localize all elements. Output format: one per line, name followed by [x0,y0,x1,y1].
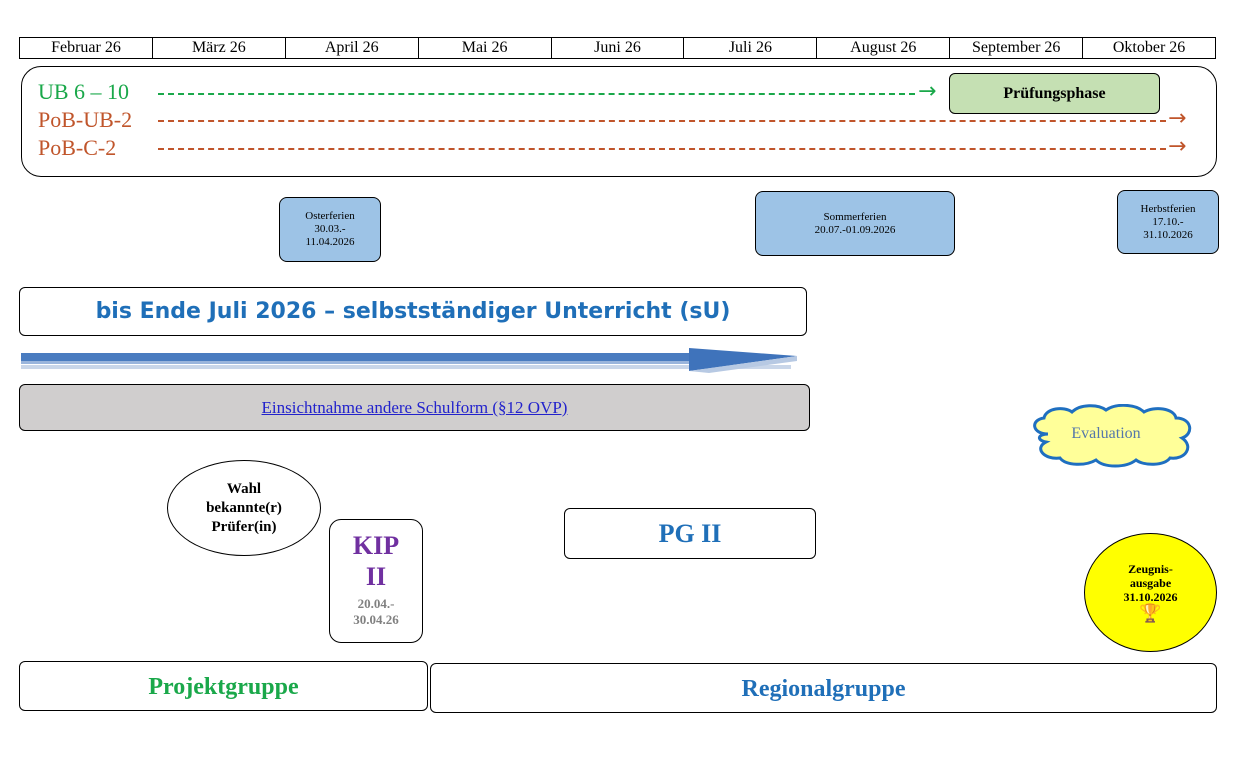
zeugnis-date: 31.10.2026 [1123,589,1178,604]
holiday-herbstferien: Herbstferien 17.10.- 31.10.2026 [1117,190,1219,254]
kip-date: 30.04.26 [353,612,399,627]
arrow-right-icon: → [918,79,937,104]
kip-date: 20.04.- [357,596,395,611]
timeline-arrow [21,348,797,373]
evaluation-label: Evaluation [1071,425,1141,442]
evaluation-cloud [1033,404,1192,468]
month-cell: Oktober 26 [1082,38,1215,58]
holiday-sommerferien: Sommerferien 20.07.-01.09.2026 [755,191,955,256]
month-cell: April 26 [284,38,418,58]
month-cell: Februar 26 [51,39,121,56]
pg2-box: PG II [564,508,816,559]
zeugnis-line: ausgabe [1129,575,1172,590]
holiday-date: 17.10.- [1152,215,1184,228]
track-label-pob-c: PoB-C-2 [38,135,117,160]
wahl-line: bekannte(r) [206,499,282,516]
zeugnisausgabe-circle: Zeugnis- ausgabe 31.10.2026 🏆 [1084,533,1217,652]
tracks-panel [21,66,1217,177]
holiday-osterferien: Osterferien 30.03.- 11.04.2026 [279,197,381,262]
holiday-date: 30.03.- [314,223,346,235]
holiday-name: Herbstferien [1140,202,1196,215]
month-cell: Mai 26 [417,38,551,58]
holiday-name: Osterferien [305,210,355,222]
month-header: Februar 26 März 26 April 26 Mai 26 Juni … [19,37,1216,59]
einsichtnahme-link[interactable]: Einsichtnahme andere Schulform (§12 OVP) [261,398,568,417]
holiday-date: 20.07.-01.09.2026 [814,223,896,236]
holiday-date: 31.10.2026 [1143,228,1193,241]
month-cell: Juni 26 [550,38,684,58]
holiday-name: Sommerferien [823,210,887,223]
track-line-pob-ub [158,120,1166,122]
pruefungsphase-box: Prüfungsphase [949,73,1160,114]
month-cell: September 26 [949,38,1082,58]
wahl-pruefer-ellipse: Wahl bekannte(r) Prüfer(in) [167,460,321,556]
track-line-pob-c [158,148,1166,150]
kip-title-line: II [365,562,387,591]
kip-box: KIP II 20.04.- 30.04.26 [329,519,423,643]
track-line-ub [158,93,915,95]
trophy-icon: 🏆 [1139,602,1162,624]
wahl-line: Wahl [226,480,262,497]
month-cell: August 26 [816,38,949,58]
kip-title: KIP II [330,530,422,592]
arrow-right-icon: → [1168,134,1187,159]
month-cell: Juli 26 [683,38,816,58]
einsichtnahme-bar: Einsichtnahme andere Schulform (§12 OVP) [19,384,810,431]
arrow-right-icon: → [1168,106,1187,131]
regionalgruppe-box: Regionalgruppe [430,663,1217,713]
kip-dates: 20.04.- 30.04.26 [330,596,422,628]
kip-title-line: KIP [352,531,400,560]
su-banner: bis Ende Juli 2026 – selbstständiger Unt… [19,287,807,336]
wahl-line: Prüfer(in) [211,518,277,535]
zeugnis-line: Zeugnis- [1128,561,1173,576]
month-cell: März 26 [151,38,285,58]
track-label-pob-ub: PoB-UB-2 [38,107,133,132]
track-label-ub: UB 6 – 10 [38,79,130,104]
projektgruppe-box: Projektgruppe [19,661,428,711]
holiday-date: 11.04.2026 [305,236,355,248]
